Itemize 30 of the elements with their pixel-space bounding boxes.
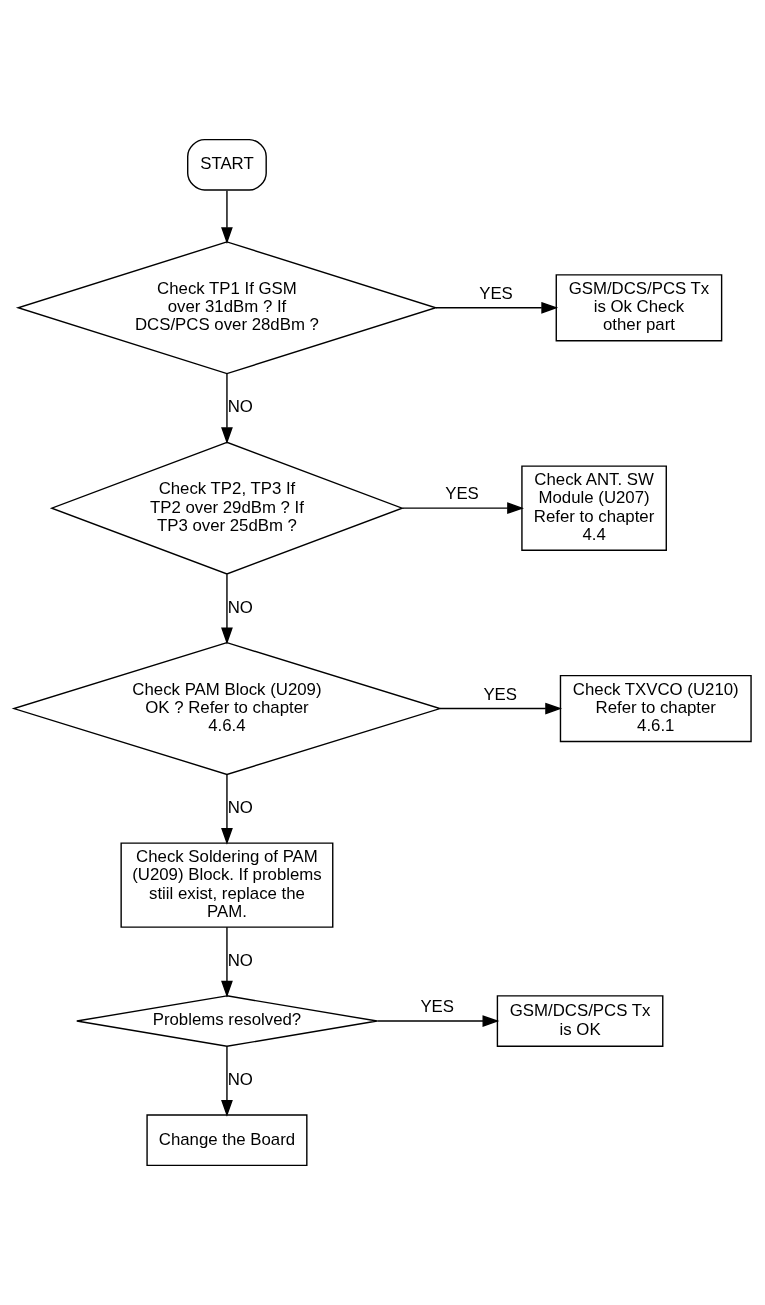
arrow [221,1045,233,1117]
arrow [221,573,233,645]
node-box: Change the Board [146,1114,308,1167]
node-box: GSM/DCS/PCS Tx is Ok Check other part [555,274,723,342]
arrow [435,301,559,314]
arrow [221,773,233,845]
node-box: Check ANT. SW Module (U207) Refer to chapter 4.4 [521,465,667,551]
arrow [221,373,233,445]
node-box: START [187,138,267,191]
edge-label: YES [483,684,518,704]
arrow [376,1015,500,1027]
edge-label: NO [227,950,253,970]
node-box: Check Soldering of PAM (U209) Block. If problems stiil exist, replace the PAM. [120,842,334,928]
node-diamond: Check TP2, TP3 If TP2 over 29dBm ? If TP3 over 25dBm ? [49,441,405,575]
edge-label: NO [227,397,253,417]
edge-label: YES [445,484,479,504]
arrow [221,926,233,998]
node-diamond: Check TP1 If GSM over 31dBm ? If DCS/PCS over 28dBm ? [15,241,439,375]
node-diamond: Problems resolved? [76,995,378,1047]
edge-label: YES [420,997,455,1017]
node-box: GSM/DCS/PCS Tx is OK [496,995,664,1047]
arrow [401,502,524,515]
node-diamond: Check PAM Block (U209) OK ? Refer to chapter 4.6.4 [11,641,443,776]
arrow [439,702,563,715]
node-box: Check TXVCO (U210) Refer to chapter 4.6.1 [559,674,752,743]
edge-label: NO [227,798,253,818]
arrow [221,189,233,245]
edge-label: YES [479,283,513,303]
edge-label: NO [227,597,253,617]
edge-label: NO [227,1069,253,1089]
